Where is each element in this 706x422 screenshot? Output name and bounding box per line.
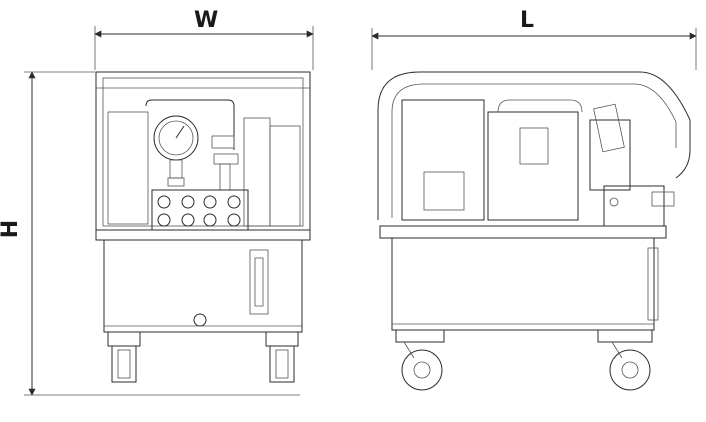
side-view xyxy=(377,71,691,391)
length-dimension xyxy=(371,28,697,70)
front-view xyxy=(95,71,311,383)
width-dimension xyxy=(94,26,314,70)
width-dimension-label: W xyxy=(194,8,219,33)
valve-block xyxy=(151,189,249,231)
front-casters xyxy=(107,331,299,383)
side-casters xyxy=(395,330,653,391)
length-dimension-label: L xyxy=(520,8,535,33)
height-dimension xyxy=(24,71,300,396)
pressure-gauge xyxy=(153,115,199,187)
height-dimension-label: H xyxy=(0,219,24,239)
